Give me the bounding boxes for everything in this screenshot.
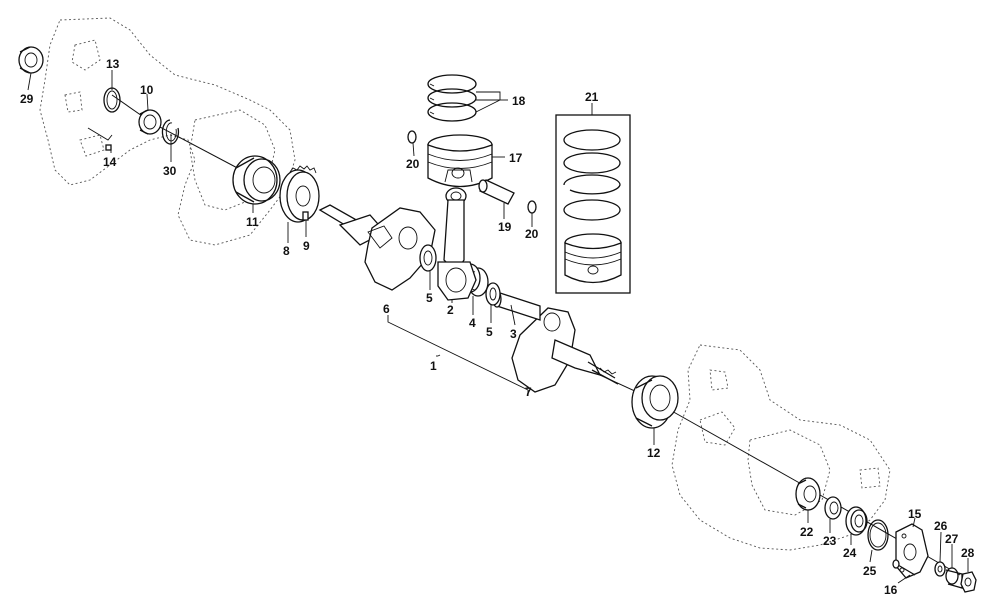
part-19-piston-pin: [478, 179, 515, 205]
part-5-washer-left: [419, 244, 437, 272]
callout-15: 15: [908, 507, 922, 521]
callout-8: 8: [283, 244, 290, 258]
callout-26: 26: [934, 519, 948, 533]
callout-7: 7: [525, 385, 532, 399]
callout-18: 18: [512, 94, 526, 108]
part-17-piston: [427, 134, 493, 188]
part-26-washer: [934, 561, 946, 577]
part-20-clip-left: [407, 130, 417, 144]
callout-5-right: 5: [486, 325, 493, 339]
part-21-ring-set-box: [555, 114, 631, 294]
callout-30: 30: [163, 164, 177, 178]
part-9-key: [302, 211, 309, 221]
callout-13: 13: [106, 57, 120, 71]
callout-5-left: 5: [426, 291, 433, 305]
part-15-cover-plate: [895, 523, 929, 579]
part-12-main-bearing: [631, 375, 679, 429]
part-16-screw: [892, 559, 916, 576]
callout-29: 29: [20, 92, 34, 106]
callout-labels: 13 10 29 14 30 11 8 9 5 2 4 5 3 6 1 7 12…: [20, 57, 975, 597]
callout-27: 27: [945, 532, 959, 546]
part-28-nut: [960, 571, 977, 593]
callout-19: 19: [498, 220, 512, 234]
part-8-gear: [279, 165, 320, 223]
callout-3: 3: [510, 327, 517, 341]
callout-10: 10: [140, 83, 154, 97]
leader-lines: [27, 70, 969, 584]
part-14-pin: [87, 127, 113, 151]
assembly-bracket: [387, 315, 529, 396]
part-23-collar: [824, 496, 842, 520]
callout-24: 24: [843, 546, 857, 560]
callout-17: 17: [509, 151, 523, 165]
part-18-piston-rings: [427, 74, 477, 122]
callout-22: 22: [800, 525, 814, 539]
part-2-connecting-rod: [437, 187, 477, 301]
callout-6: 6: [383, 302, 390, 316]
callout-9: 9: [303, 239, 310, 253]
callout-20-right: 20: [525, 227, 539, 241]
part-13-ring: [103, 87, 121, 113]
part-22-bearing: [795, 477, 821, 511]
part-27-spacer: [945, 567, 963, 589]
callout-20-left: 20: [406, 157, 420, 171]
part-25-o-ring: [867, 519, 889, 551]
left-crankcase-outline: [39, 17, 296, 246]
crankshaft-left-half: [318, 204, 436, 291]
part-11-main-bearing: [232, 155, 281, 205]
callout-28: 28: [961, 546, 975, 560]
callout-1: 1: [430, 359, 437, 373]
callout-23: 23: [823, 534, 837, 548]
assembly-axis-lines: [111, 94, 961, 576]
part-5-washer-right: [485, 282, 501, 306]
right-crankcase-outline: [671, 344, 891, 551]
callout-16: 16: [884, 583, 898, 597]
part-29-bearing: [18, 46, 44, 74]
callout-21: 21: [585, 90, 599, 104]
callout-11: 11: [246, 215, 259, 229]
callout-2: 2: [447, 303, 454, 317]
callout-4: 4: [469, 316, 476, 330]
part-30-circlip: [161, 119, 180, 145]
callout-14: 14: [103, 155, 117, 169]
part-20-clip-right: [527, 200, 537, 214]
part-10-bearing: [138, 109, 162, 135]
callout-12: 12: [647, 446, 661, 460]
part-24-oil-seal: [845, 506, 868, 536]
callout-25: 25: [863, 564, 877, 578]
crankshaft-right-half: [511, 307, 619, 393]
